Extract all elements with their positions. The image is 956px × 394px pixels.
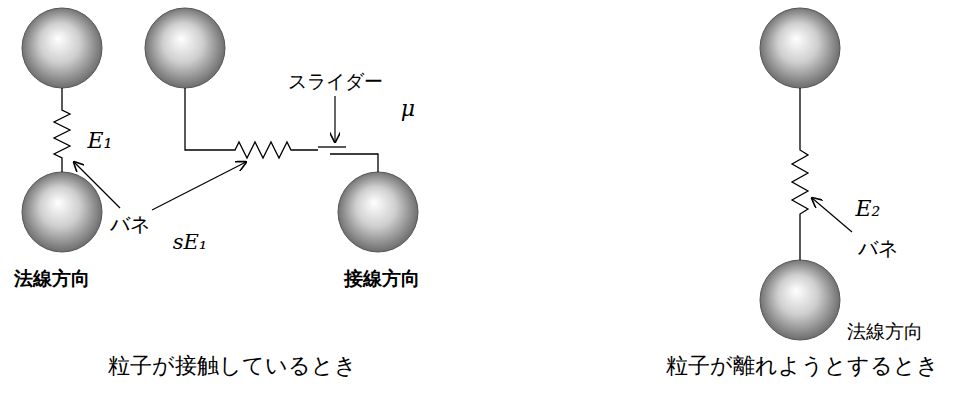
particle — [22, 172, 102, 252]
particle — [145, 8, 225, 88]
caption-text: 粒子が離れようとするとき — [666, 351, 939, 381]
part-name: スライダー — [288, 69, 383, 95]
stiffness-label: E₂ — [856, 196, 881, 221]
label-text: 法線方向 — [847, 320, 923, 342]
label-text: 法線方向 — [14, 267, 90, 289]
leader-arrow — [812, 198, 852, 232]
label-text: E₁ — [88, 128, 113, 153]
direction-label: 法線方向 — [847, 319, 923, 345]
particle — [760, 8, 840, 88]
label-text: 粒子が離れようとするとき — [666, 353, 939, 378]
spring — [792, 88, 808, 260]
leader-arrow — [152, 162, 246, 210]
slider — [318, 146, 346, 147]
caption-text: 粒子が接触しているとき — [108, 351, 357, 381]
spring — [185, 88, 318, 158]
particle — [760, 260, 840, 340]
stiffness-label: E₁ — [88, 128, 113, 153]
direction-label: 接線方向 — [344, 266, 420, 292]
particle — [338, 172, 418, 252]
stiffness-label: sE₁ — [173, 230, 208, 254]
slider — [330, 154, 378, 172]
friction-label: μ — [401, 96, 415, 121]
part-name: バネ — [110, 211, 150, 238]
part-name: バネ — [858, 235, 898, 262]
label-text: μ — [401, 96, 415, 121]
label-text: バネ — [858, 236, 898, 260]
label-text: 粒子が接触しているとき — [108, 353, 357, 378]
direction-label: 法線方向 — [14, 266, 90, 292]
label-text: バネ — [110, 212, 150, 236]
label-text: 接線方向 — [344, 267, 420, 289]
label-text: E₂ — [856, 196, 881, 221]
spring — [54, 88, 70, 172]
leader-arrow — [334, 96, 335, 142]
label-text: スライダー — [288, 70, 383, 92]
leader-arrow — [74, 162, 120, 208]
particle — [22, 8, 102, 88]
label-text: sE₁ — [173, 230, 208, 254]
